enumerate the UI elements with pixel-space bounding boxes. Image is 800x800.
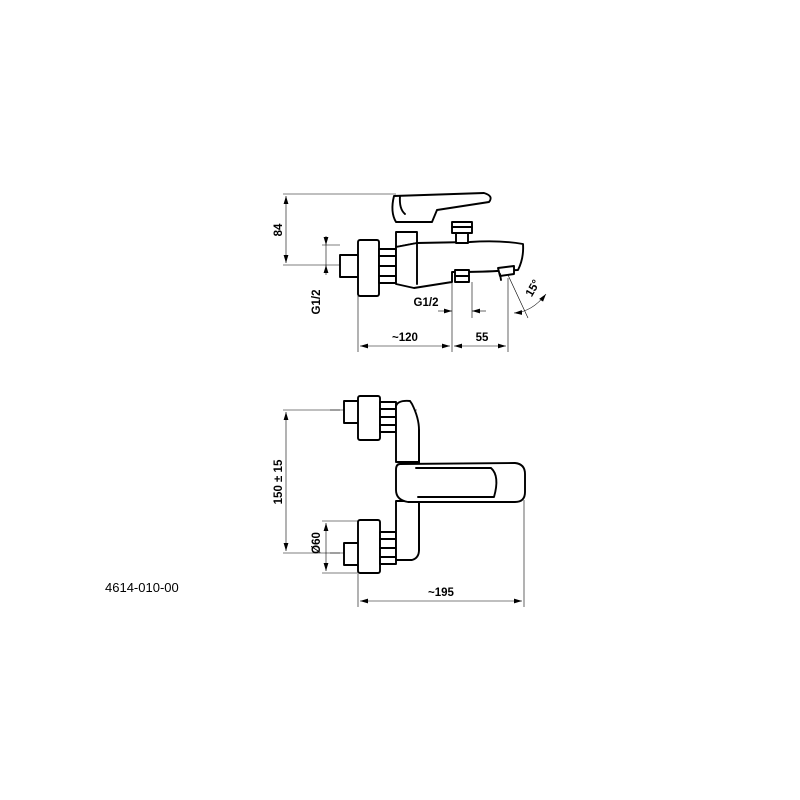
dim-rosette-diameter-label: Ø60 bbox=[311, 532, 323, 554]
product-code: 4614-010-00 bbox=[105, 580, 179, 595]
dim-projection-label: ~120 bbox=[392, 332, 418, 344]
dim-spout-offset-label: 55 bbox=[476, 332, 489, 344]
dim-height-label: 84 bbox=[273, 223, 285, 236]
dim-outlet-thread-label: G1/2 bbox=[414, 297, 439, 309]
dim-inlet-thread-label: G1/2 bbox=[311, 290, 323, 315]
dim-spout-angle-label: 15° bbox=[524, 278, 543, 299]
mixer-body-top bbox=[343, 395, 526, 574]
side-view: 84 G1/2 G1/2 ~120 55 15° bbox=[273, 192, 547, 352]
top-view: 150 ± 15 Ø60 ~195 bbox=[273, 395, 526, 607]
mixer-body-side bbox=[339, 192, 525, 297]
dim-centers-label: 150 ± 15 bbox=[273, 459, 285, 504]
dim-total-width-label: ~195 bbox=[428, 587, 455, 599]
